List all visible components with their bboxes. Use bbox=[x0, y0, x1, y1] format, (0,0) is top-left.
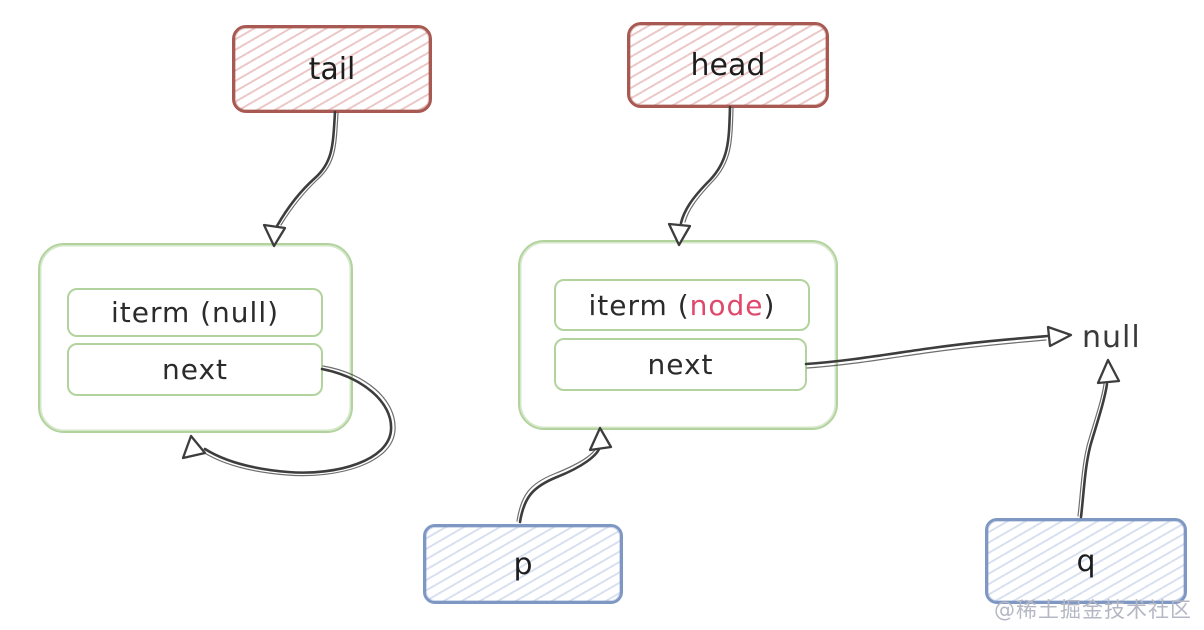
node-right-next-field: next bbox=[554, 338, 807, 391]
arrow-right-next-to-null bbox=[804, 325, 1073, 369]
pointer-box-head: head bbox=[627, 22, 829, 108]
node-left-item-text: iterm (null) bbox=[110, 296, 280, 329]
node-right-item-prefix: iterm ( bbox=[588, 288, 690, 322]
list-node-left: iterm (null) next bbox=[38, 243, 353, 433]
q-label: q bbox=[1076, 543, 1096, 579]
node-left-item-field: iterm (null) bbox=[67, 288, 323, 337]
arrow-head-to-right-node bbox=[667, 105, 734, 247]
p-label: p bbox=[513, 546, 533, 582]
watermark-text: @稀土掘金技术社区 bbox=[994, 598, 1192, 622]
pointer-box-p: p bbox=[423, 524, 623, 604]
node-right-item-highlight: node bbox=[689, 288, 764, 322]
tail-label: tail bbox=[308, 51, 356, 87]
head-label: head bbox=[690, 47, 766, 83]
arrow-tail-to-left-node bbox=[262, 110, 339, 248]
pointer-box-tail: tail bbox=[232, 25, 432, 113]
node-right-item-field: iterm (node) bbox=[554, 279, 810, 331]
node-right-next-text: next bbox=[647, 348, 714, 381]
list-node-right: iterm (node) next bbox=[518, 240, 838, 430]
node-right-item-suffix: ) bbox=[763, 288, 776, 322]
pointer-box-q: q bbox=[985, 518, 1187, 604]
null-label: null bbox=[1082, 320, 1141, 355]
node-left-next-text: next bbox=[161, 353, 229, 386]
arrow-p-to-right-node bbox=[516, 426, 613, 524]
arrow-q-to-null bbox=[1077, 358, 1121, 519]
node-left-next-field: next bbox=[67, 343, 323, 396]
